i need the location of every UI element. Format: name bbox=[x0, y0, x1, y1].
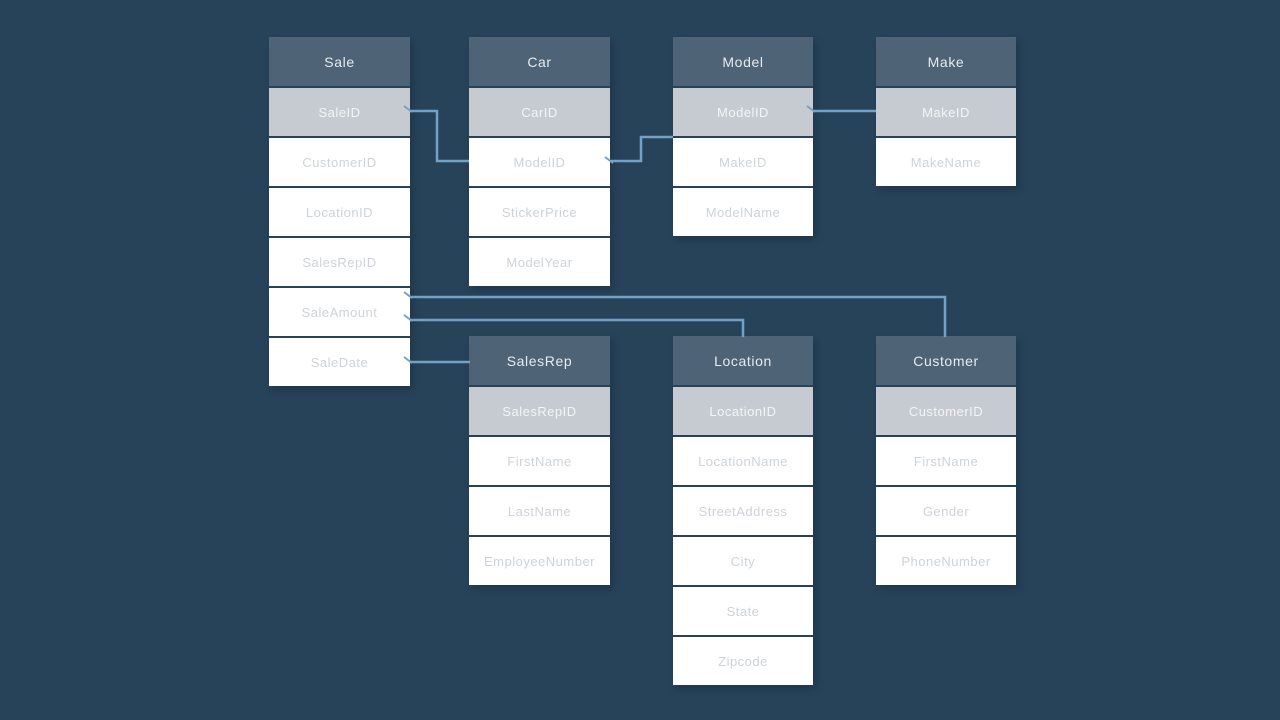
field-row-model-modelname: ModelName bbox=[673, 188, 813, 236]
field-row-model-makeid: MakeID bbox=[673, 138, 813, 186]
field-row-car-modelid: ModelID bbox=[469, 138, 610, 186]
table-header-model: Model bbox=[673, 37, 813, 86]
connector-car-modelid-to-model bbox=[610, 135, 673, 163]
field-row-sale-saleid: SaleID bbox=[269, 88, 410, 136]
field-row-salesrep-lastname: LastName bbox=[469, 487, 610, 535]
table-header-make: Make bbox=[876, 37, 1016, 86]
field-row-make-makename: MakeName bbox=[876, 138, 1016, 186]
table-header-sale: Sale bbox=[269, 37, 410, 86]
field-row-location-zipcode: Zipcode bbox=[673, 637, 813, 685]
connector-sale-to-customer bbox=[410, 295, 947, 337]
field-row-customer-phonenumber: PhoneNumber bbox=[876, 537, 1016, 585]
field-row-customer-firstname: FirstName bbox=[876, 437, 1016, 485]
field-row-customer-gender: Gender bbox=[876, 487, 1016, 535]
field-row-customer-customerid: CustomerID bbox=[876, 387, 1016, 435]
field-row-location-locationname: LocationName bbox=[673, 437, 813, 485]
field-row-salesrep-salesrepid: SalesRepID bbox=[469, 387, 610, 435]
field-row-salesrep-employeenumber: EmployeeNumber bbox=[469, 537, 610, 585]
field-row-location-state: State bbox=[673, 587, 813, 635]
table-header-car: Car bbox=[469, 37, 610, 86]
field-row-car-modelyear: ModelYear bbox=[469, 238, 610, 286]
table-header-location: Location bbox=[673, 336, 813, 385]
field-row-model-modelid: ModelID bbox=[673, 88, 813, 136]
field-row-salesrep-firstname: FirstName bbox=[469, 437, 610, 485]
field-row-location-city: City bbox=[673, 537, 813, 585]
field-row-sale-saleamount: SaleAmount bbox=[269, 288, 410, 336]
field-row-sale-locationid: LocationID bbox=[269, 188, 410, 236]
field-row-location-streetaddress: StreetAddress bbox=[673, 487, 813, 535]
field-row-sale-saledate: SaleDate bbox=[269, 338, 410, 386]
field-row-car-stickerprice: StickerPrice bbox=[469, 188, 610, 236]
field-row-location-locationid: LocationID bbox=[673, 387, 813, 435]
connector-sale-saleid-to-car-modelid bbox=[410, 109, 469, 163]
field-row-sale-customerid: CustomerID bbox=[269, 138, 410, 186]
field-row-make-makeid: MakeID bbox=[876, 88, 1016, 136]
field-row-sale-salesrepid: SalesRepID bbox=[269, 238, 410, 286]
field-row-car-carid: CarID bbox=[469, 88, 610, 136]
connector-sale-to-location bbox=[410, 318, 745, 337]
table-header-salesrep: SalesRep bbox=[469, 336, 610, 385]
table-header-customer: Customer bbox=[876, 336, 1016, 385]
